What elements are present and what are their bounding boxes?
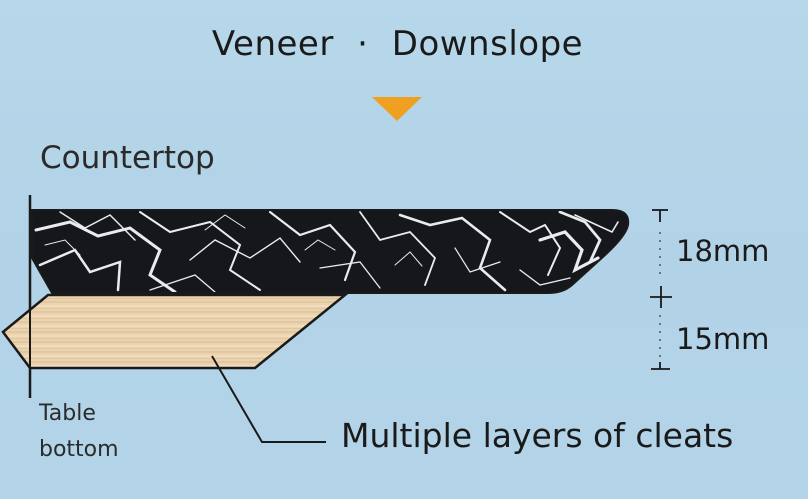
arrow-down-icon — [372, 97, 422, 121]
dimension-15mm-label: 15mm — [676, 322, 770, 356]
title-part-downslope: Downslope — [391, 24, 584, 64]
table-bottom-label-line1: Table — [39, 401, 96, 426]
cleat-layers — [1, 293, 349, 370]
dimension-18mm-label: 18mm — [676, 234, 770, 268]
title-part-veneer: Veneer — [211, 24, 334, 64]
countertop-label: Countertop — [40, 140, 215, 176]
dimension-marks — [650, 209, 672, 370]
diagram-title: Veneer · Downslope — [0, 24, 795, 64]
cleats-label: Multiple layers of cleats — [341, 416, 734, 455]
marble-countertop — [31, 209, 630, 294]
cleats-leader-line — [211, 355, 326, 443]
table-bottom-label-line2: bottom — [39, 437, 119, 462]
title-separator: · — [357, 24, 369, 64]
